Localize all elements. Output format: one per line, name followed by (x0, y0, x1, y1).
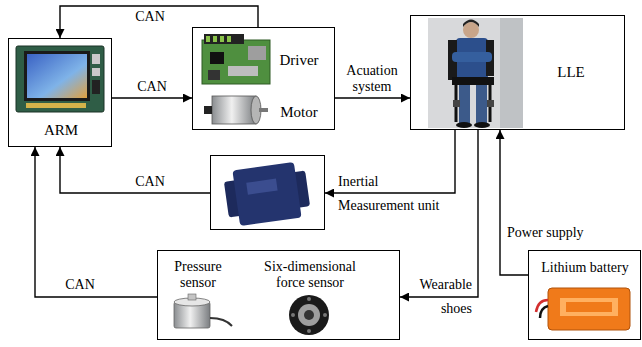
sensor-box: Pressure sensor Six-dimensional force sen… (157, 250, 400, 340)
driver-board (202, 34, 270, 84)
battery-illustration (536, 288, 630, 330)
controller-box: ARM (8, 38, 112, 147)
connector-arrow (400, 130, 478, 297)
edge-label: CAN (135, 9, 165, 25)
node-label: Six-dimensional force sensor (254, 259, 366, 291)
node-label: Motor (280, 104, 318, 121)
connector-arrow (60, 147, 210, 193)
node-label: LLE (557, 64, 585, 81)
lle-photo (428, 18, 523, 128)
connector-arrow (500, 130, 528, 275)
connector-arrow (35, 147, 157, 297)
edge-label: CAN (137, 79, 167, 95)
actuator-box: DriverMotor (192, 27, 335, 130)
motor-illustration (204, 96, 268, 124)
node-label: Pressure sensor (162, 259, 234, 291)
edge-label: Acuation system (337, 63, 407, 95)
imu-box: Inertial Measurement unit (210, 155, 325, 230)
node-label: Driver (279, 52, 318, 69)
imu-illustration (224, 162, 310, 226)
arm-board (16, 46, 104, 112)
node-label: Lithium battery (541, 260, 628, 276)
battery-box: Lithium battery (528, 250, 641, 340)
edge-label: Power supply (507, 225, 584, 241)
node-heading: Inertial Measurement unit (338, 170, 456, 218)
exoskeleton-box: LLE (410, 15, 625, 130)
node-label: ARM (44, 122, 78, 139)
pressure-sensor-illustration (174, 294, 232, 328)
edge-label: CAN (65, 277, 95, 293)
force-sensor-illustration (289, 295, 329, 335)
edge-label: CAN (135, 174, 165, 190)
connector-arrow (112, 97, 192, 98)
connector-arrow (60, 6, 258, 38)
edge-label: Wearable shoes (406, 273, 472, 321)
connector-arrow (335, 97, 410, 98)
